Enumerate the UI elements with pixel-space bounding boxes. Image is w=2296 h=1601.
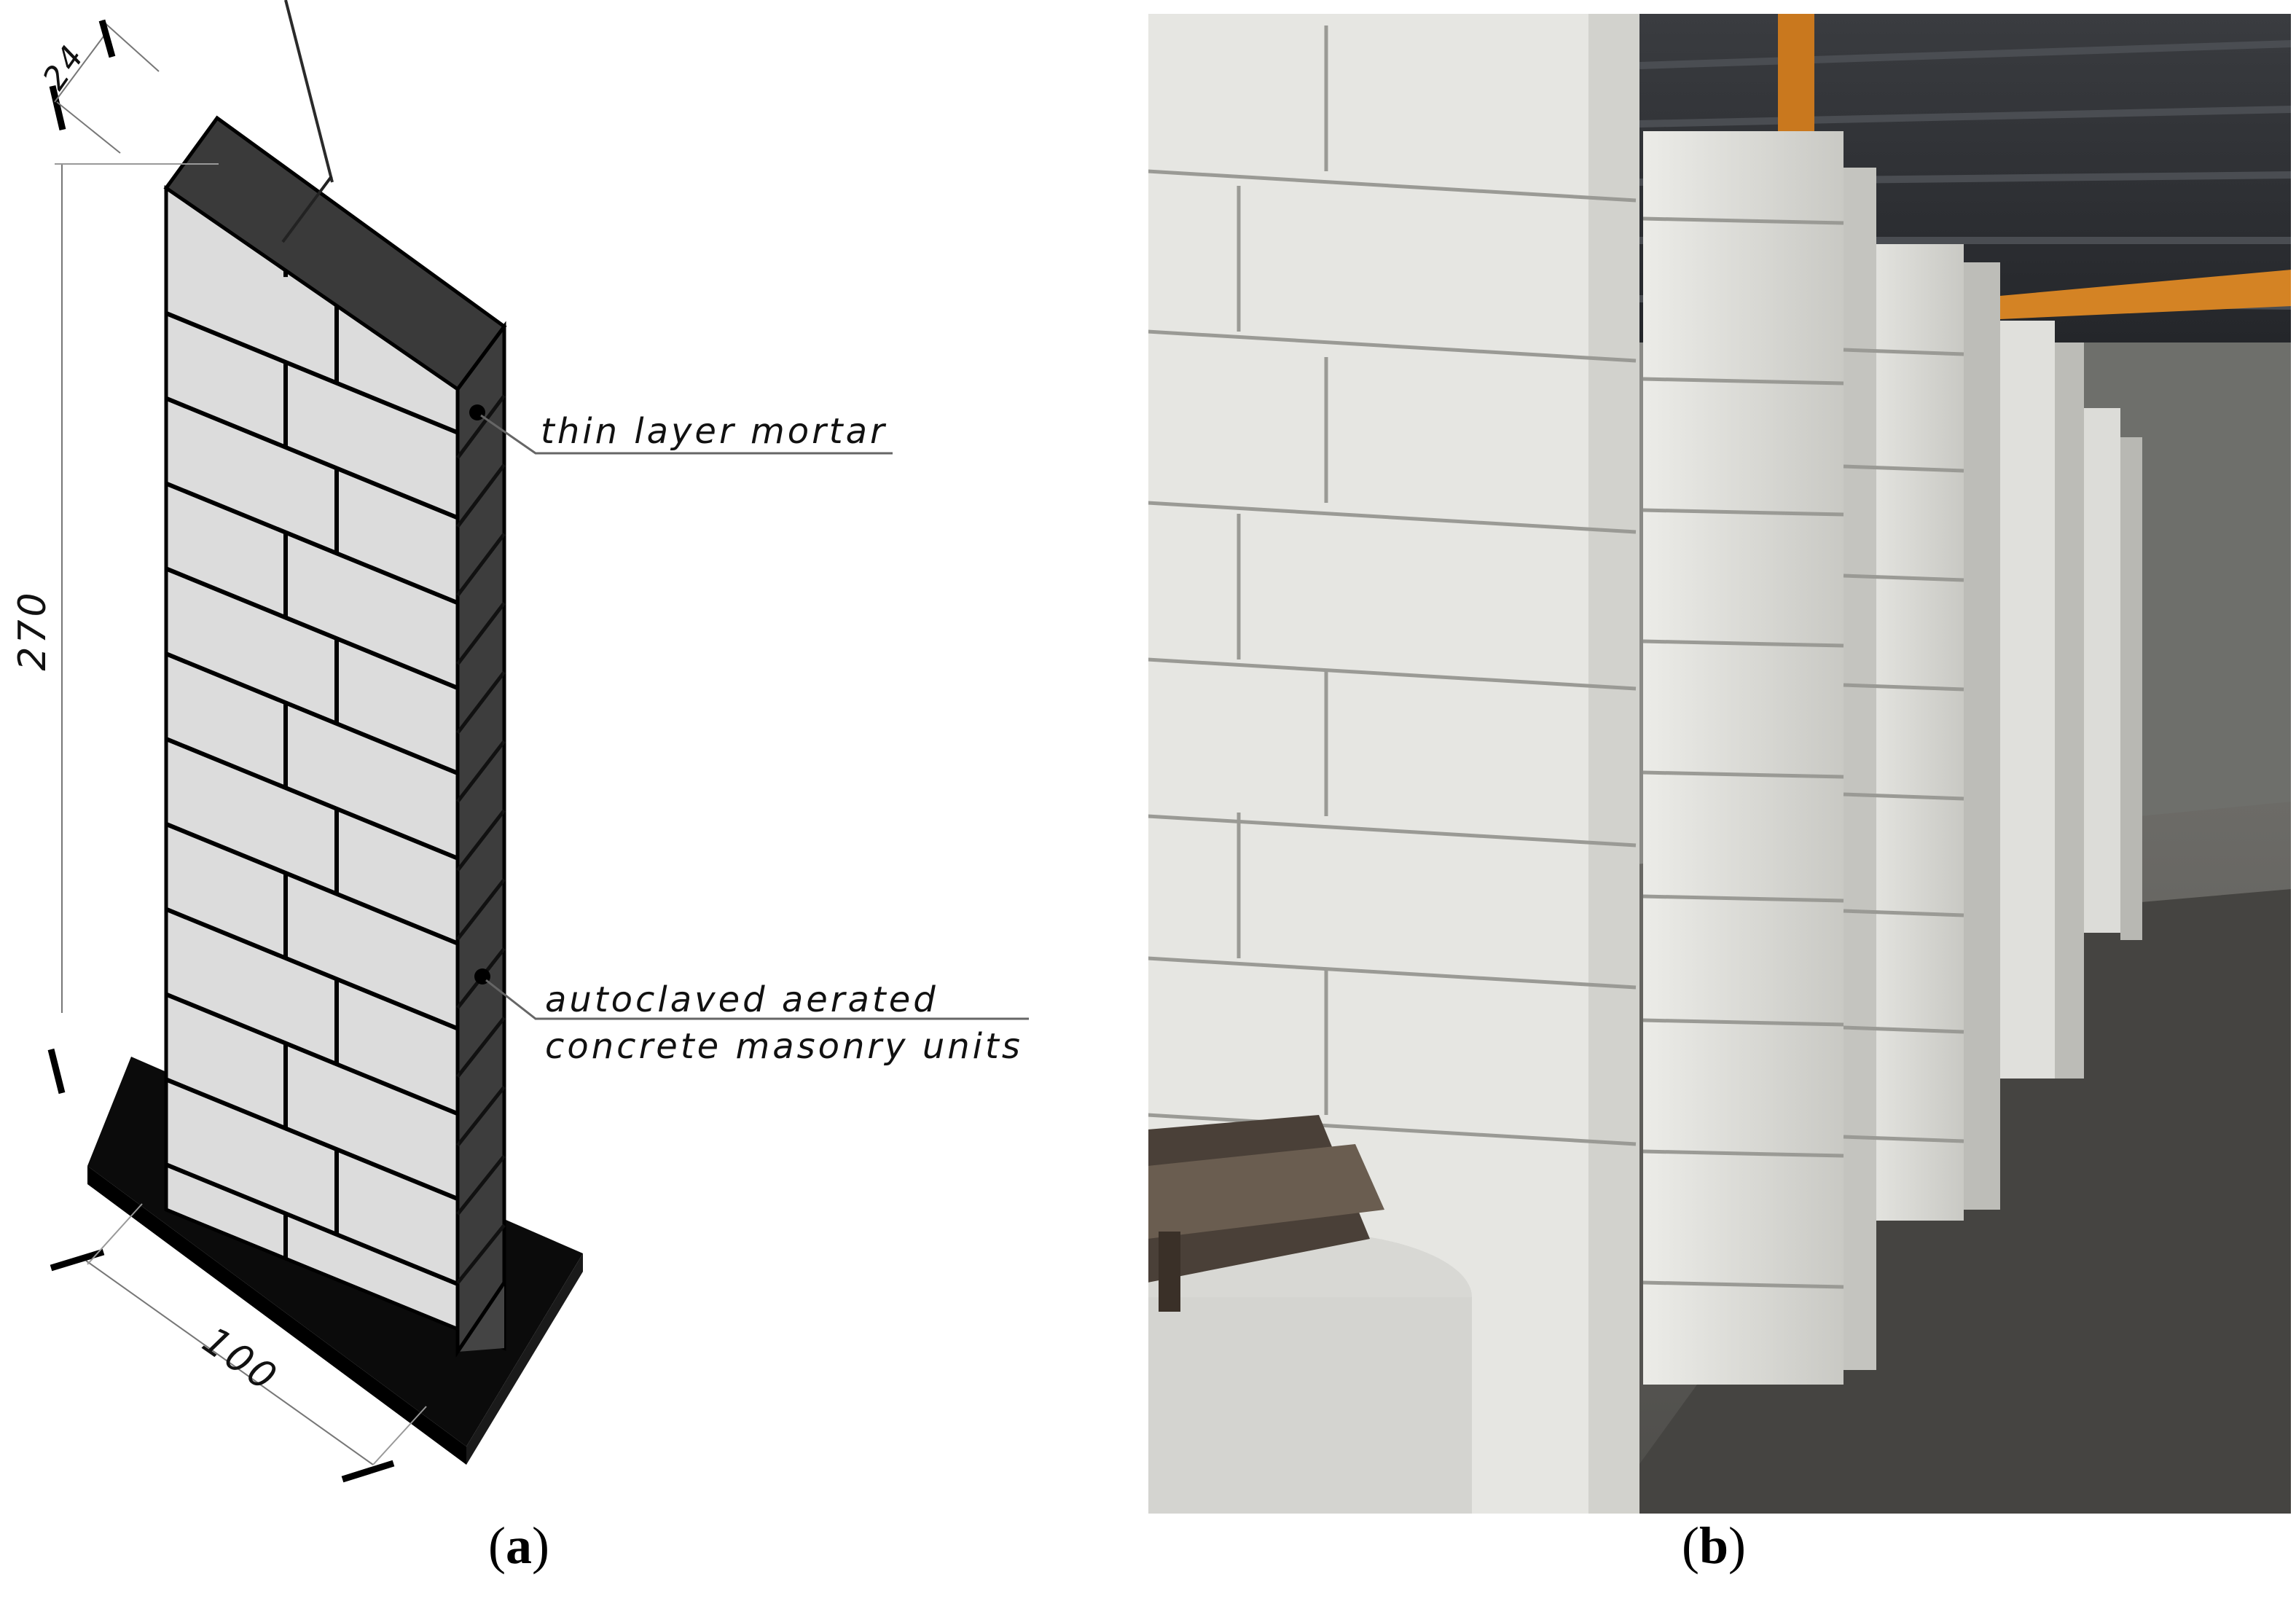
- photo-test-rig: [1148, 1115, 1472, 1514]
- mortar-bed-joint: [166, 1077, 504, 1221]
- mortar-leader-dot: [469, 404, 485, 420]
- dimension-thickness: 24: [36, 19, 160, 154]
- photo-wall-joint: [1148, 814, 1637, 848]
- photo-wall-joint: [1148, 657, 1637, 691]
- side-joint: [456, 1154, 506, 1216]
- photo-wall-joint: [1148, 956, 1637, 990]
- specimen-photo: [1148, 13, 2292, 1514]
- photo-frame: [1147, 12, 2292, 1515]
- units-label-line1: autoclaved aerated: [545, 979, 939, 1020]
- mortar-bed-joint: [166, 737, 504, 880]
- mortar-bed-joint: [166, 907, 504, 1050]
- photo-pillar-joint: [1843, 792, 1964, 801]
- photo-wall-joint: [1148, 1113, 1637, 1146]
- wall-side-face: [455, 321, 506, 1358]
- side-joint: [456, 533, 506, 597]
- photo-pillar-joint: [1642, 770, 1844, 779]
- photo-wall-joint: [1148, 329, 1637, 363]
- caption-a-letter: a: [505, 1516, 532, 1575]
- caption-b-letter: b: [1699, 1516, 1729, 1575]
- length-dimension-label: 100: [195, 1319, 286, 1401]
- wall-drawing: 270 24 100 thin layer mortar autoclaved …: [11, 0, 1029, 1483]
- photo-pillar-2: [1643, 131, 1876, 1385]
- caption-b-open: (: [1682, 1516, 1699, 1575]
- caption-a-close: ): [531, 1516, 549, 1575]
- caption-a-open: (: [488, 1516, 506, 1575]
- caption-b: (b): [1682, 1516, 1746, 1576]
- photo-pillar-joint: [1642, 1280, 1844, 1289]
- photo-pillar-joint: [1843, 1025, 1964, 1034]
- photo-pillar-joint: [1843, 1135, 1964, 1143]
- photo-pillar-joint: [1843, 909, 1964, 917]
- side-joint: [456, 1017, 506, 1079]
- side-joint: [456, 878, 506, 941]
- photo-pillar-joint: [1642, 216, 1844, 225]
- photo-pillar-joint: [1642, 508, 1844, 517]
- mortar-bed-joint: [166, 396, 504, 539]
- height-dimension-label: 270: [11, 590, 55, 670]
- side-joint: [456, 670, 506, 735]
- side-joint: [456, 1085, 506, 1147]
- mortar-bed-joint: [166, 566, 504, 710]
- photo-pillar-joint: [1642, 377, 1844, 385]
- units-label-line2: concrete masonry units: [545, 1026, 1023, 1067]
- dimension-height: 270: [11, 85, 219, 1095]
- photo-wall-joint: [1148, 169, 1637, 203]
- caption-a: (a): [488, 1516, 549, 1576]
- side-joint: [455, 394, 506, 459]
- mortar-leader-line: [480, 414, 893, 455]
- photo-pillar-joint: [1642, 1149, 1844, 1158]
- photo-pillar-joint: [1843, 464, 1964, 473]
- wall-top-face: [163, 0, 507, 392]
- side-joint: [456, 809, 506, 872]
- side-joint: [456, 463, 506, 528]
- photo-pillar-joint: [1843, 348, 1964, 356]
- side-joint: [456, 601, 506, 665]
- photo-wall-joint: [1148, 501, 1637, 534]
- caption-b-close: ): [1728, 1516, 1747, 1575]
- photo-pillar-joint: [1843, 574, 1964, 582]
- photo-pillar-joint: [1642, 894, 1844, 903]
- mortar-label: thin layer mortar: [541, 411, 888, 452]
- side-joint: [456, 740, 506, 803]
- side-joint: [456, 1224, 506, 1285]
- photo-pillar-joint: [1642, 639, 1844, 648]
- photo-pillar-joint: [1642, 1018, 1844, 1027]
- units-leader-line: [485, 979, 1029, 1020]
- thickness-dimension-label: 24: [36, 37, 93, 97]
- photo-pillar-joint: [1843, 683, 1964, 692]
